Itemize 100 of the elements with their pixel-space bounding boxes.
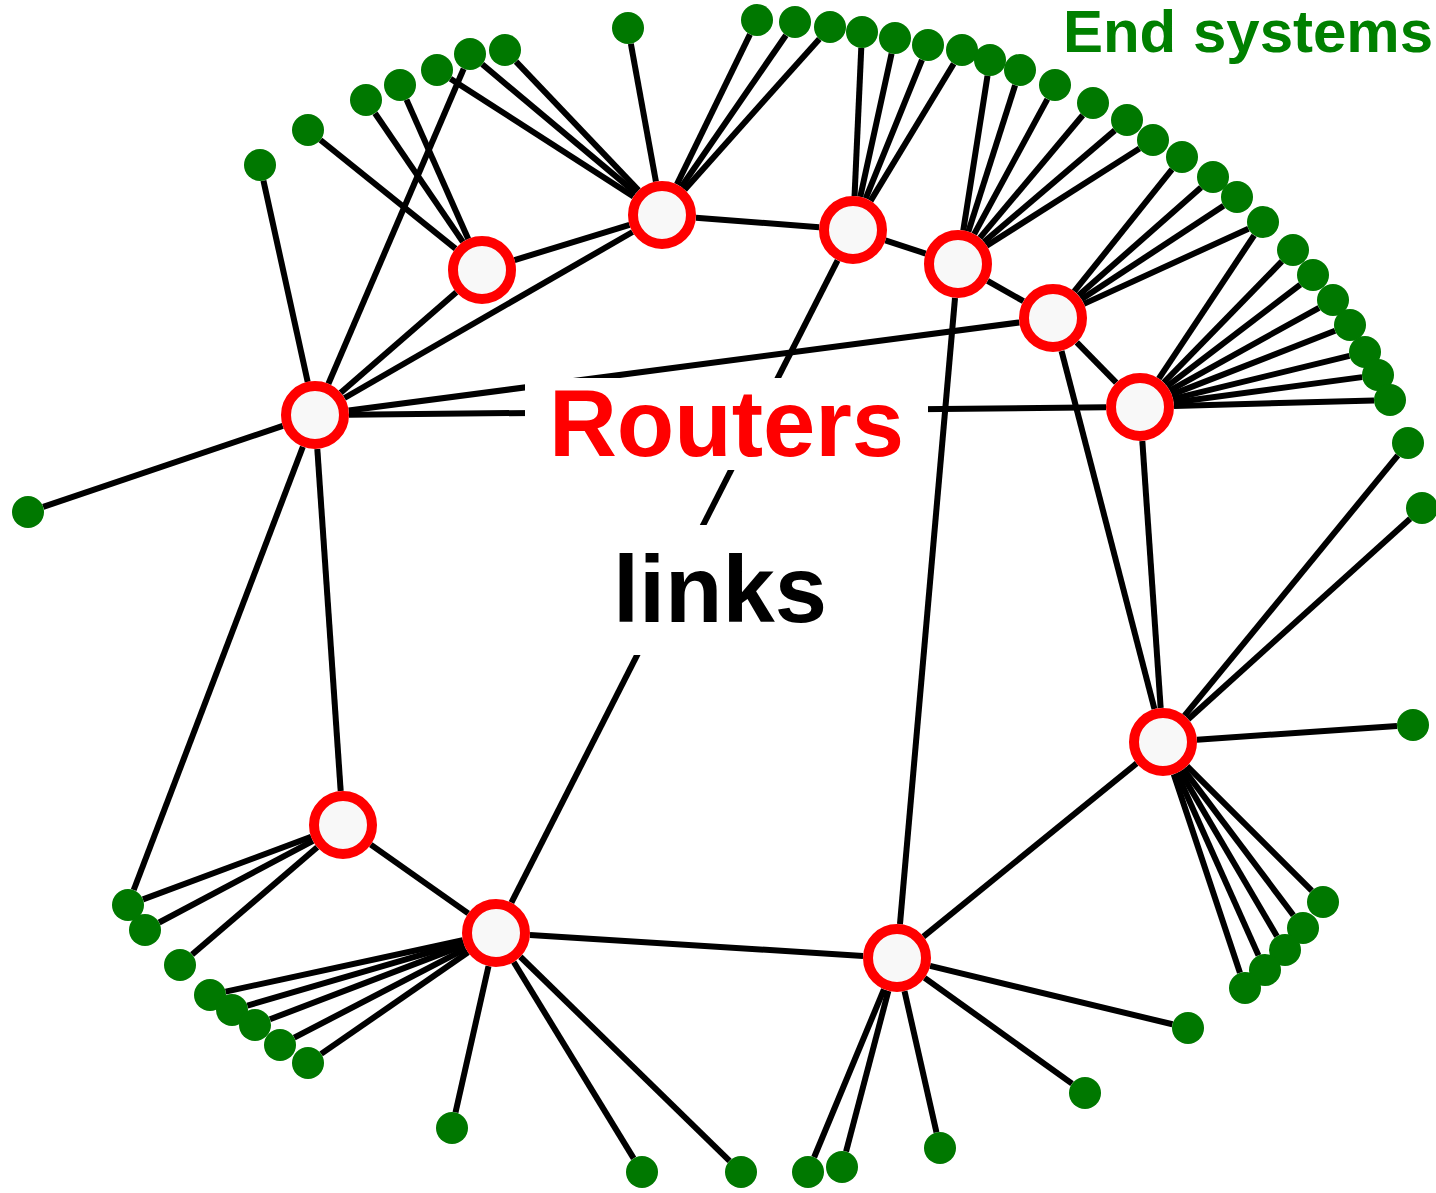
end-system-dot (292, 114, 324, 146)
link-line (1071, 167, 1175, 294)
router-circle (462, 899, 530, 967)
link-line (1076, 185, 1203, 298)
link-line (627, 43, 659, 183)
end-system-dot (164, 949, 196, 981)
router-circle (281, 381, 349, 449)
link-line (921, 761, 1139, 939)
link-line (141, 834, 313, 903)
end-system-dot (1077, 87, 1109, 119)
link-line (518, 954, 732, 1163)
end-system-dot (1004, 54, 1036, 86)
link-line (960, 75, 991, 231)
end-system-dot (384, 69, 416, 101)
end-system-dot (1392, 427, 1424, 459)
link-line (348, 319, 1020, 414)
router-circle (1106, 373, 1174, 441)
link-line (480, 62, 638, 196)
link-line (448, 76, 636, 200)
end-system-dot (264, 1029, 296, 1061)
end-system-dot (1334, 309, 1366, 341)
end-system-dot (846, 16, 878, 48)
end-system-dot (1277, 234, 1309, 266)
link-line (1181, 767, 1296, 918)
end-system-dot (1172, 1012, 1204, 1044)
link-line (1196, 723, 1398, 743)
end-system-dot (1406, 492, 1436, 524)
link-line (190, 844, 320, 957)
router-circle (863, 924, 931, 992)
end-system-dot (826, 1151, 858, 1183)
link-line (1177, 769, 1280, 938)
link-line (811, 988, 887, 1159)
end-system-dot (779, 6, 811, 38)
end-system-dot (612, 12, 644, 44)
link-line (868, 62, 957, 203)
end-system-dot (454, 38, 486, 70)
link-line (260, 180, 311, 383)
router-circle (448, 236, 516, 304)
link-line (1182, 453, 1401, 718)
end-system-dot (912, 29, 944, 61)
link-line (157, 838, 315, 926)
end-system-dot (194, 979, 226, 1011)
link-line (1082, 225, 1250, 307)
link-line (325, 67, 467, 385)
end-system-dot (1374, 384, 1406, 416)
link-line (985, 146, 1142, 249)
link-line (1165, 282, 1303, 389)
end-system-dot (924, 1132, 956, 1164)
group-label: End systems (1062, 0, 1434, 67)
link-line (1074, 340, 1119, 385)
link-line (965, 84, 1018, 233)
link-line (986, 278, 1025, 304)
end-system-dot (1221, 181, 1253, 213)
link-line (857, 53, 895, 198)
end-system-dot (879, 22, 911, 54)
link-line (695, 214, 820, 231)
link-line (971, 97, 1050, 236)
link-line (225, 937, 464, 995)
group-label: Routers (525, 378, 928, 470)
link-line (1079, 203, 1226, 302)
link-line (922, 975, 1074, 1087)
end-system-dot (814, 11, 846, 43)
link-line (1173, 397, 1375, 410)
link-line (674, 33, 753, 186)
link-line (1168, 305, 1321, 394)
link-line (338, 290, 459, 395)
end-system-dot (1069, 1077, 1101, 1109)
end-system-dot (239, 1009, 271, 1041)
end-system-dot (946, 34, 978, 66)
end-system-dot (1247, 206, 1279, 238)
end-system-dot (1197, 161, 1229, 193)
link-line (452, 965, 492, 1114)
end-system-dot (1307, 886, 1339, 918)
link-line (851, 47, 865, 197)
link-line (314, 448, 344, 792)
link-line (369, 842, 470, 916)
link-line (513, 222, 631, 263)
router-circle (628, 181, 696, 249)
end-system-dot (12, 496, 44, 528)
end-system-dot (1229, 972, 1261, 1004)
end-system-dot (1039, 69, 1071, 101)
end-system-dot (1137, 124, 1169, 156)
link-line (884, 237, 927, 257)
end-system-dot (129, 914, 161, 946)
link-line (929, 963, 1174, 1028)
router-circle (1019, 284, 1087, 352)
link-line (529, 932, 864, 959)
end-system-dot (292, 1047, 324, 1079)
end-system-dot (725, 1156, 757, 1188)
link-line (318, 137, 458, 252)
link-line (843, 990, 892, 1153)
end-system-dot (1166, 141, 1198, 173)
end-system-dot (112, 889, 144, 921)
link-line (268, 942, 466, 1023)
link-line (511, 960, 637, 1160)
link-line (513, 59, 641, 193)
link-line (1170, 328, 1337, 398)
link-line (1156, 233, 1257, 381)
link-line (682, 36, 822, 192)
link-line (130, 445, 306, 892)
